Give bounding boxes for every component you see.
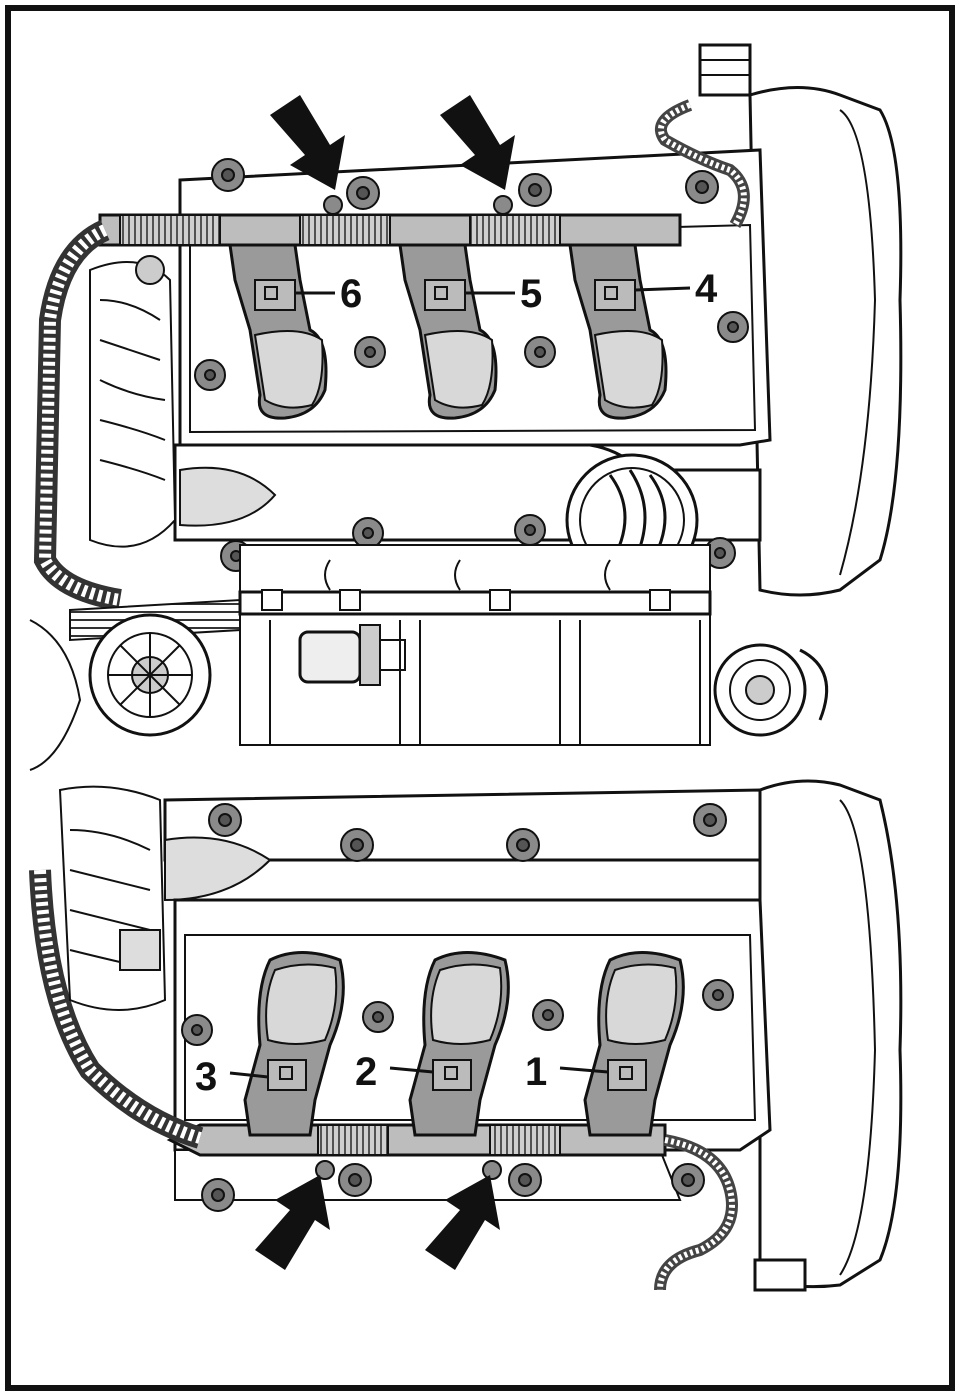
coil-5: [398, 243, 498, 420]
coil-2: [408, 951, 510, 1137]
arrow-down-right-icon: [440, 95, 515, 190]
left-pulley: [88, 613, 212, 737]
arrow-up-right-icon: [425, 1175, 500, 1270]
upper-bank: 6 5 4: [33, 43, 903, 642]
label-coil-5: 5: [520, 272, 542, 316]
label-coil-4: 4: [695, 267, 718, 311]
fuel-rail: [238, 590, 712, 616]
lower-left-components: [58, 785, 167, 1011]
arrow-down-right-icon: [270, 95, 345, 190]
coil-1: [583, 951, 685, 1137]
lower-bank: 3 2 1: [29, 779, 903, 1292]
lower-cam-cover-end: [758, 779, 903, 1289]
label-coil-1: 1: [525, 1050, 547, 1094]
label-coil-6: 6: [340, 272, 362, 316]
right-pulley: [713, 643, 829, 737]
arrow-up-right-icon: [255, 1175, 330, 1270]
label-coil-3: 3: [195, 1055, 217, 1099]
upper-bolts: [194, 158, 749, 572]
coil-3: [243, 951, 345, 1137]
upper-cam-cover-end: [748, 86, 903, 597]
intake-manifold: [29, 544, 829, 771]
label-coil-2: 2: [355, 1050, 377, 1094]
lower-bolts: [181, 803, 734, 1212]
coil-6: [228, 243, 328, 420]
coil-4: [568, 243, 668, 420]
